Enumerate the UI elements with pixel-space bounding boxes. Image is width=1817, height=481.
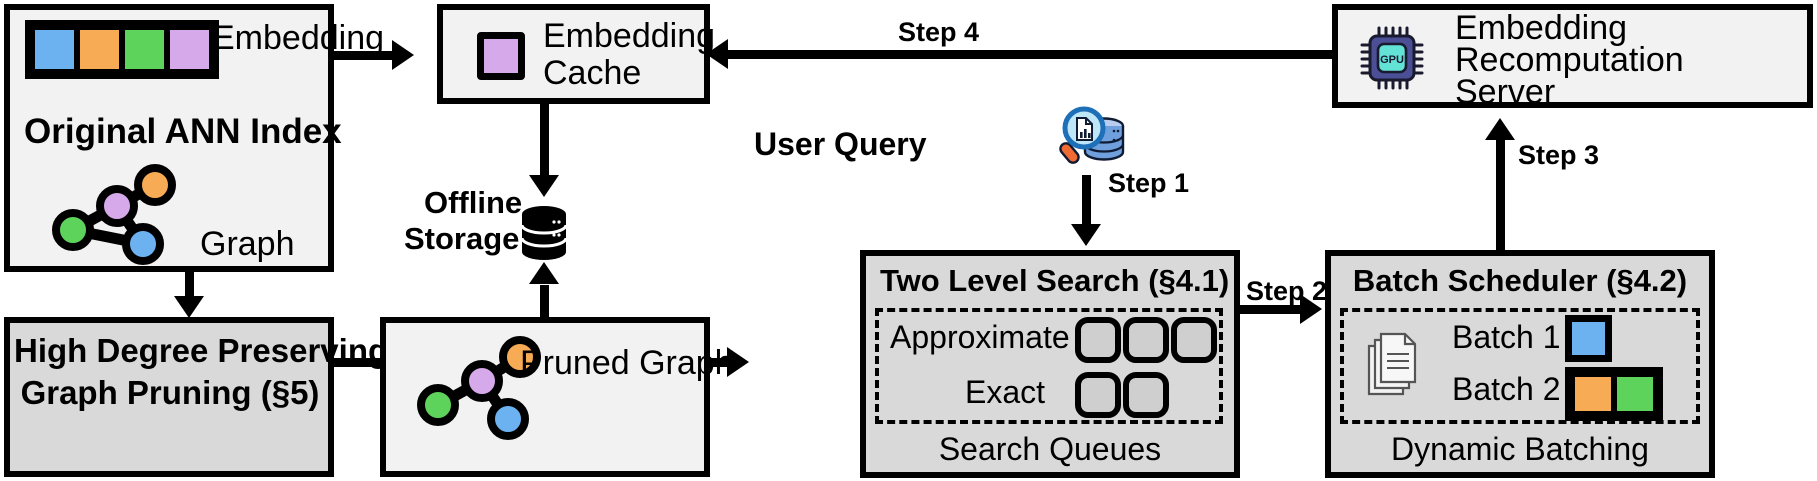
graph-pruning-box: [4, 317, 334, 477]
original-graph-icon: [52, 164, 176, 265]
arrow-step1-line: [1082, 175, 1091, 230]
batch-2-label: Batch 2: [1452, 371, 1561, 407]
pruned-graph-box: [380, 317, 710, 477]
user-query-label: User Query: [754, 126, 927, 162]
approximate-row-label: Approximate: [890, 319, 1070, 355]
offline-storage-line1: Offline: [424, 185, 523, 220]
arrow-cache-to-storage-line: [540, 104, 549, 180]
arrow-step4-head: [706, 39, 728, 69]
arrow-step2-line: [1240, 305, 1310, 314]
query-magnifier-database-icon: [1059, 106, 1125, 164]
batch-1-chip-blue: [1565, 315, 1612, 362]
embedding-cell-orange: [77, 27, 122, 72]
two-level-search-box: [860, 250, 1240, 478]
documents-stack-icon: [1367, 332, 1417, 396]
arrow-step3-line: [1496, 135, 1505, 250]
embedding-chips-strip: [25, 20, 219, 79]
batch-2-chip-green: [1614, 374, 1656, 414]
batch-scheduler-title: Batch Scheduler (§4.2): [1352, 263, 1688, 298]
arrow-index-to-pruning-line: [185, 272, 194, 304]
database-cylinder-icon: [520, 206, 568, 260]
embedding-chip-icon: [477, 32, 525, 80]
arrow-cache-to-storage-head: [529, 175, 559, 197]
exact-slot-2[interactable]: [1123, 372, 1169, 418]
batch-2-chips: [1565, 367, 1663, 421]
step3-label: Step 3: [1518, 140, 1600, 170]
gpu-chip-icon: GPU: [1360, 26, 1424, 90]
exact-slot-1[interactable]: [1075, 372, 1121, 418]
embedding-label: Embedding: [212, 19, 385, 57]
arrow-index-to-pruning-head: [174, 296, 204, 318]
arrow-step2-head: [1300, 294, 1322, 324]
arrow-pruned-to-storage-head: [529, 262, 559, 284]
arrow-step4-line: [725, 50, 1333, 59]
recomputation-server-line3: Server: [1455, 73, 1556, 111]
embedding-cell-purple: [167, 27, 212, 72]
arrow-index-to-cache-line: [334, 51, 402, 60]
dynamic-batching-footer: Dynamic Batching: [1391, 431, 1649, 467]
graph-pruning-line1: High Degree Preserving: [14, 332, 389, 369]
step2-label: Step 2: [1246, 276, 1328, 306]
embedding-cache-line2: Cache: [543, 54, 642, 92]
approximate-slot-2[interactable]: [1123, 317, 1169, 363]
pruned-graph-label: Pruned Graph: [520, 344, 734, 382]
batch-2-chip-orange: [1572, 374, 1614, 414]
arrow-pruned-to-search-line: [710, 358, 735, 367]
recomputation-server-line2: Recomputation: [1455, 41, 1684, 79]
arrow-step1-head: [1071, 224, 1101, 246]
graph-pruning-line2: Graph Pruning (§5): [20, 374, 320, 411]
search-queues-footer: Search Queues: [938, 431, 1162, 467]
step4-label: Step 4: [898, 17, 980, 47]
offline-storage-line2: Storage: [404, 221, 520, 256]
two-level-search-title: Two Level Search (§4.1): [880, 263, 1230, 298]
embedding-cell-green: [122, 27, 167, 72]
gpu-chip-text: GPU: [1380, 54, 1404, 66]
graph-label: Graph: [200, 225, 295, 263]
arrow-step3-head: [1485, 118, 1515, 140]
arrow-index-to-cache-head: [392, 40, 414, 70]
arrow-pruned-to-search-head: [727, 347, 749, 377]
exact-queue-slots: [1075, 372, 1169, 418]
pruned-graph-icon: [417, 336, 541, 440]
approximate-slot-1[interactable]: [1075, 317, 1121, 363]
embedding-cell-blue: [32, 27, 77, 72]
dynamic-batching-dashed-group: [1340, 308, 1700, 424]
exact-row-label: Exact: [965, 374, 1046, 410]
batch-1-label: Batch 1: [1452, 319, 1561, 355]
approximate-slot-3[interactable]: [1171, 317, 1217, 363]
recomputation-server-line1: Embedding: [1455, 9, 1628, 47]
step1-label: Step 1: [1108, 168, 1190, 198]
original-ann-index-title: Original ANN Index: [24, 112, 342, 151]
embedding-cache-line1: Embedding: [543, 17, 716, 55]
search-queues-dashed-group: [875, 308, 1223, 424]
approximate-queue-slots: [1075, 317, 1217, 363]
arrow-pruning-to-pruned-line: [334, 358, 402, 367]
